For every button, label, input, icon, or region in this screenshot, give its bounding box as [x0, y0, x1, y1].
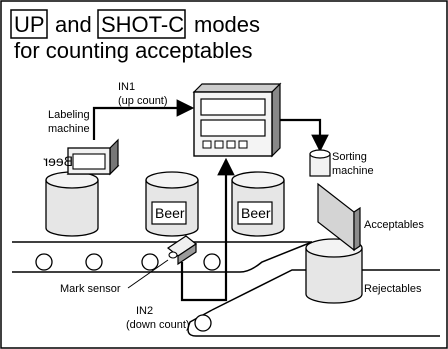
counter-key-3 — [226, 140, 236, 149]
output-wire — [280, 118, 329, 153]
can-left — [45, 171, 99, 237]
labeling-label: Labeling — [48, 109, 90, 121]
can-right: Beer — [231, 171, 285, 237]
mirrored-beer-label — [72, 153, 106, 170]
counter-display-bottom — [200, 119, 266, 137]
counter-key-4 — [238, 140, 248, 149]
can-middle: Beer — [145, 171, 199, 237]
in1-sub-label: (up count) — [118, 95, 168, 107]
counter-display-top — [200, 98, 266, 116]
beer-text-right: Beer — [241, 205, 271, 221]
in1-label: IN1 — [118, 81, 135, 93]
beer-text-middle: Beer — [155, 205, 185, 221]
in1-wire — [92, 99, 195, 140]
title: UP and SHOT-C modes for counting accepta… — [10, 9, 260, 63]
reject-conveyor — [187, 269, 440, 337]
modes-word: modes — [194, 12, 260, 37]
labeling-label-2: machine — [48, 123, 90, 135]
sorting-label: Sorting — [332, 151, 367, 163]
beer-label-middle — [151, 201, 187, 225]
shot-c-mode-label: SHOT-C — [101, 12, 184, 37]
sorting-machine: Sorting machine — [309, 149, 374, 252]
mark-sensor: Mark sensor — [60, 235, 198, 295]
sorting-label-2: machine — [332, 165, 374, 177]
counter-device — [192, 82, 282, 158]
counter-key-1 — [202, 140, 212, 149]
up-mode-label: UP — [14, 12, 45, 37]
title-line-2: for counting acceptables — [14, 38, 253, 63]
counter-key-2 — [214, 140, 224, 149]
and-word: and — [55, 12, 92, 37]
up-mode-box — [10, 9, 48, 39]
in2-wire — [180, 157, 235, 302]
shot-c-mode-box — [97, 9, 186, 39]
mark-sensor-label: Mark sensor — [60, 283, 121, 295]
in2-sub-label: (down count) — [126, 319, 190, 331]
acceptables-label: Acceptables — [364, 219, 424, 231]
mirrored-beer-text: Beer — [43, 153, 73, 169]
main-conveyor — [12, 241, 313, 273]
rejectables-label: Rejectables — [364, 283, 422, 295]
beer-label-right — [237, 201, 273, 225]
in2-label: IN2 — [136, 305, 153, 317]
labeling-machine: Beer Labeling machine — [43, 109, 120, 176]
can-rejected — [305, 238, 363, 304]
